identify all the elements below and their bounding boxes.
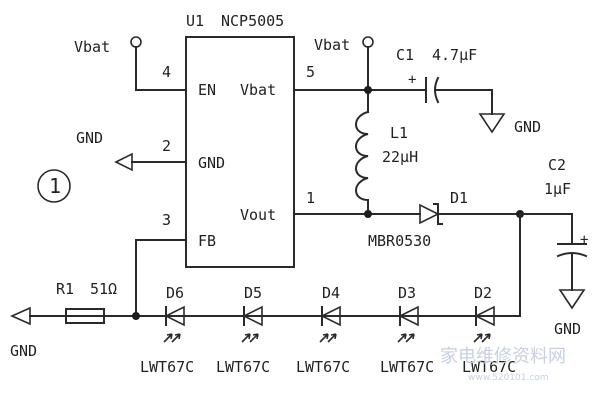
pin-gnd-number: 2 bbox=[162, 137, 171, 155]
r1-resistor bbox=[65, 308, 105, 324]
led-d5-part: LWT67C bbox=[216, 358, 270, 376]
led-d4: D4 LWT67C bbox=[296, 284, 350, 376]
l1-ref: L1 bbox=[390, 124, 408, 142]
pin-vout-number: 1 bbox=[306, 189, 315, 207]
r1-value: 51Ω bbox=[90, 280, 117, 298]
gnd-label-bottom-left: GND bbox=[10, 342, 37, 360]
led-d6: D6 LWT67C bbox=[140, 284, 194, 376]
led-d2: D2 LWT67C bbox=[462, 284, 516, 376]
d1-ref: D1 bbox=[450, 189, 468, 207]
pin-fb-number: 3 bbox=[162, 211, 171, 229]
watermark-text: 家电维修资料网 bbox=[440, 346, 566, 367]
fb-junction-dot bbox=[132, 312, 140, 320]
c2-polarity: + bbox=[580, 232, 588, 248]
vbat-terminal-left bbox=[130, 36, 142, 48]
led-d2-part: LWT67C bbox=[462, 358, 516, 376]
c2-ground-label: GND bbox=[554, 320, 581, 338]
c2-value: 1µF bbox=[544, 180, 571, 198]
led-d3-ref: D3 bbox=[398, 284, 416, 302]
r1-ref: R1 bbox=[56, 280, 74, 298]
pin-en-name: EN bbox=[198, 81, 216, 99]
led-d5-ref: D5 bbox=[244, 284, 262, 302]
c1-polarity: + bbox=[408, 72, 416, 88]
led-d5: D5 LWT67C bbox=[216, 284, 270, 376]
pin-vout-name: Vout bbox=[240, 206, 276, 224]
led-d2-ref: D2 bbox=[474, 284, 492, 302]
vbat-terminal-right bbox=[362, 36, 374, 48]
led-d4-part: LWT67C bbox=[296, 358, 350, 376]
vbat-label-right: Vbat bbox=[314, 36, 350, 54]
ic-part: NCP5005 bbox=[221, 12, 284, 30]
c2-ground-icon bbox=[558, 289, 586, 310]
c1-ground-label: GND bbox=[514, 118, 541, 136]
gnd-label-left: GND bbox=[76, 129, 103, 147]
watermark-url: www.520101.com bbox=[468, 373, 549, 383]
figure-number: 1 bbox=[49, 174, 61, 198]
d1-part: MBR0530 bbox=[368, 232, 431, 250]
r1-ground-arrow-icon bbox=[10, 306, 31, 326]
pin-fb-name: FB bbox=[198, 232, 216, 250]
led-d6-ref: D6 bbox=[166, 284, 184, 302]
led-d3: D3 LWT67C bbox=[380, 284, 434, 376]
l1-value: 22µH bbox=[382, 148, 418, 166]
figure-number-circle bbox=[37, 169, 71, 203]
vbat-junction-dot bbox=[364, 86, 372, 94]
led-d6-part: LWT67C bbox=[140, 358, 194, 376]
c2-ref: C2 bbox=[548, 156, 566, 174]
c1-value: 4.7µF bbox=[432, 46, 477, 64]
ic-ref: U1 bbox=[186, 12, 204, 30]
pin-vbat-number: 5 bbox=[306, 63, 315, 81]
vout-junction-dot bbox=[364, 210, 372, 218]
pin-gnd-name: GND bbox=[198, 154, 225, 172]
vbat-label-left: Vbat bbox=[74, 38, 110, 56]
led-d3-part: LWT67C bbox=[380, 358, 434, 376]
c1-ref: C1 bbox=[396, 46, 414, 64]
pin-en-number: 4 bbox=[162, 63, 171, 81]
pin-vbat-name: Vbat bbox=[240, 81, 276, 99]
ic-body bbox=[185, 36, 295, 268]
l1-inductor-coil bbox=[355, 110, 370, 202]
d1-schottky-diode-icon bbox=[419, 203, 440, 225]
led-d4-ref: D4 bbox=[322, 284, 340, 302]
ground-arrow-icon bbox=[114, 152, 133, 172]
c1-ground-icon bbox=[478, 113, 506, 134]
